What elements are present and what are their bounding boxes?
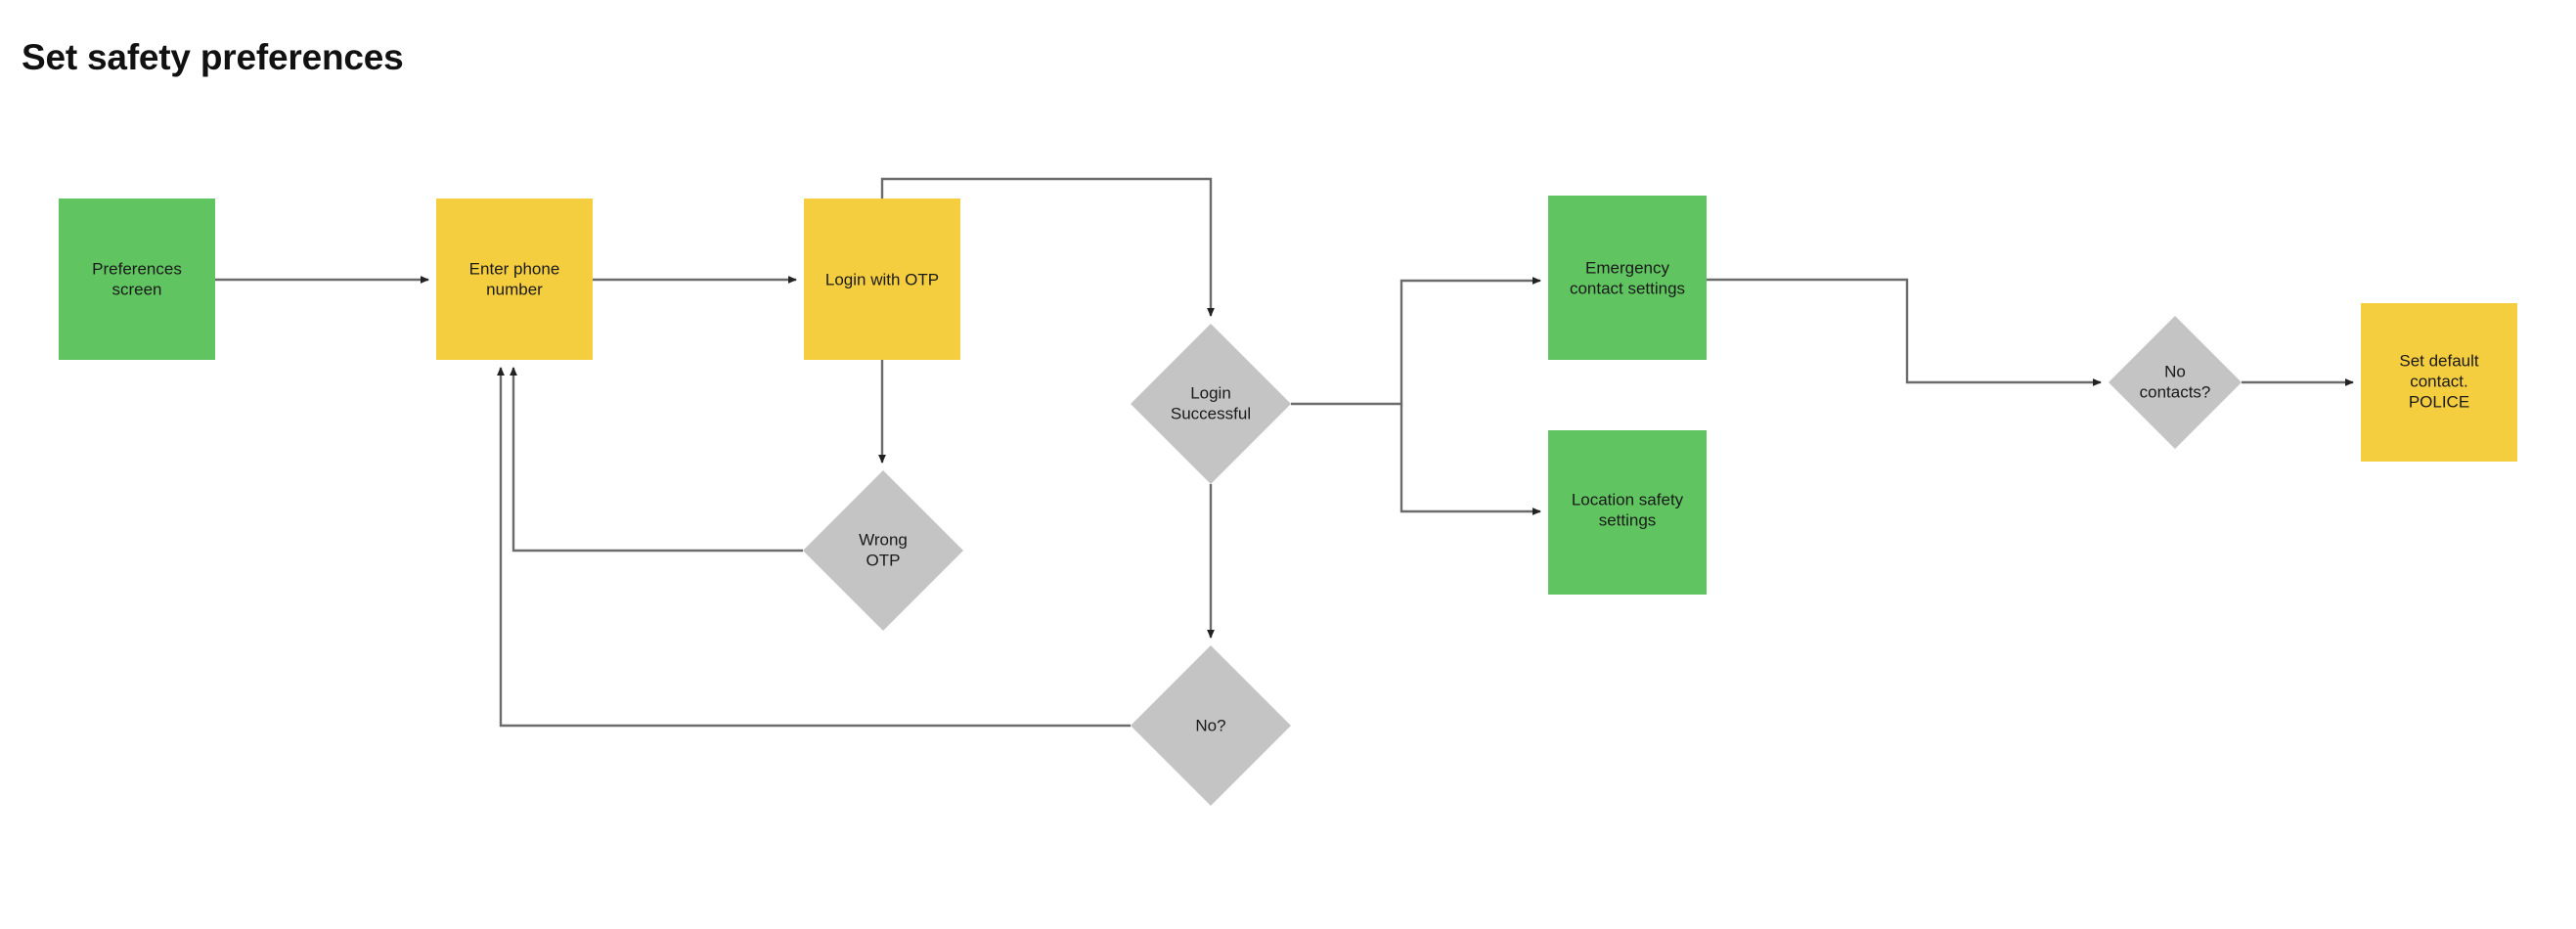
node-no-contacts[interactable]: No contacts? [2109,316,2242,449]
login-successful-label-line1: Login [1190,383,1231,402]
no-contacts-shape[interactable] [2109,316,2242,449]
node-login-with-otp[interactable]: Login with OTP [804,199,960,360]
preferences-screen-label-line2: screen [111,280,161,298]
node-location-safety-settings[interactable]: Location safety settings [1548,430,1707,595]
wrong-otp-label-line1: Wrong [859,530,908,549]
emergency-contact-settings-label-line2: contact settings [1570,279,1685,297]
login-successful-shape[interactable] [1131,324,1291,484]
login-with-otp-shape[interactable] [804,199,960,360]
no-contacts-label-line1: No [2164,362,2186,380]
wrong-otp-label-line2: OTP [866,551,901,569]
node-layer: Preferences screen Enter phone number Lo… [59,196,2517,806]
edge-otp-to-login-successful [880,177,1215,317]
location-safety-settings-label-line2: settings [1599,510,1657,529]
emergency-contact-settings-shape[interactable] [1548,196,1707,360]
edge-login-successful-to-emergency [1291,277,1541,406]
emergency-contact-settings-label-line1: Emergency [1585,258,1669,277]
edge-login-successful-to-location [1399,404,1541,515]
edge-no-to-phone [497,367,1131,728]
location-safety-settings-shape[interactable] [1548,430,1707,595]
edge-layer [215,177,2354,728]
node-wrong-otp[interactable]: Wrong OTP [803,470,963,631]
node-preferences-screen[interactable]: Preferences screen [59,199,215,360]
login-with-otp-label: Login with OTP [825,270,939,288]
node-no-question[interactable]: No? [1131,645,1291,806]
location-safety-settings-label-line1: Location safety [1572,490,1684,509]
enter-phone-number-shape[interactable] [436,199,593,360]
login-successful-label-line2: Successful [1171,404,1251,422]
set-default-contact-shape[interactable] [2361,303,2517,462]
node-set-default-contact[interactable]: Set default contact. POLICE [2361,303,2517,462]
enter-phone-number-label-line2: number [486,280,543,298]
edge-emergency-to-no-contacts [1707,278,2102,386]
no-question-shape[interactable] [1131,645,1291,806]
node-emergency-contact-settings[interactable]: Emergency contact settings [1548,196,1707,360]
enter-phone-number-label-line1: Enter phone [469,259,560,278]
preferences-screen-label-line1: Preferences [92,259,182,278]
page-title: Set safety preferences [22,37,404,77]
node-enter-phone-number[interactable]: Enter phone number [436,199,593,360]
node-login-successful[interactable]: Login Successful [1131,324,1291,484]
wrong-otp-shape[interactable] [803,470,963,631]
preferences-screen-shape[interactable] [59,199,215,360]
set-default-contact-label-line1: Set default [2399,351,2479,370]
no-contacts-label-line2: contacts? [2140,382,2211,401]
set-default-contact-label-line2: contact. [2410,372,2468,390]
set-default-contact-label-line3: POLICE [2409,392,2469,411]
no-question-label: No? [1195,716,1225,734]
edge-wrong-otp-to-phone [510,367,803,553]
